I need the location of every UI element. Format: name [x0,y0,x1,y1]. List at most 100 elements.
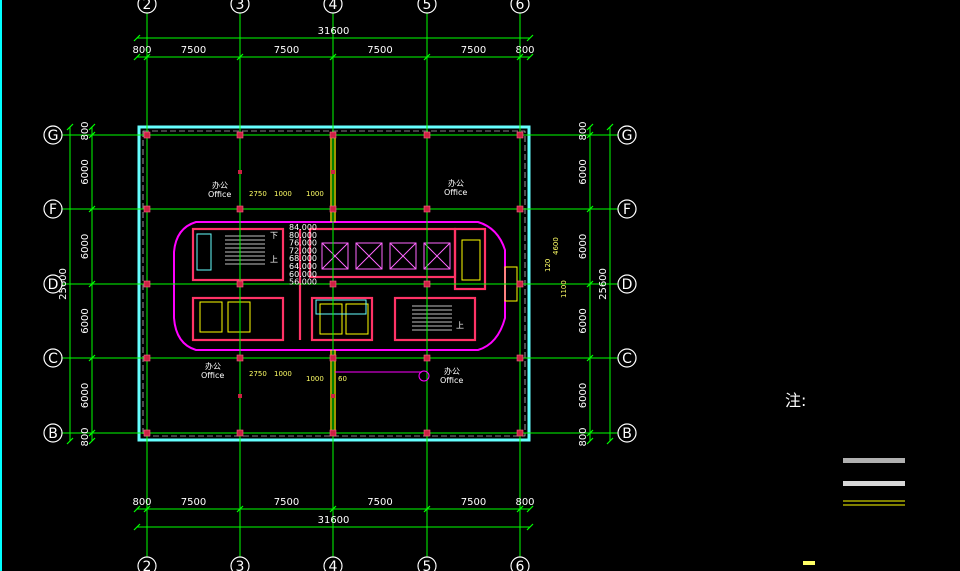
stair-treads [225,235,452,331]
legend [843,458,905,506]
grid-bubble-bottom-5-label: 5 [423,559,432,571]
core-level-4: 68.000 [289,254,317,263]
grid-bubble-left-F-circle [43,199,63,219]
dim-f: 1100 [560,280,568,298]
core-outline [173,221,506,351]
right-small-dimensions: 4600 1100 120 [544,237,568,298]
dim-a-top: 2750 [249,190,267,198]
grid-bubble-right-C-label: C [622,351,632,367]
core-fixtures [199,239,518,335]
structural-column [236,205,244,213]
structural-column [516,429,524,437]
grid-bubble-bottom-2-circle [137,556,157,571]
grid-bubble-right-D-label: D [622,277,633,293]
bottom-tick [236,505,244,513]
structural-column [329,354,337,362]
top-span-3: 7500 [367,45,392,56]
core-cyan-rooms [196,233,367,315]
structural-column [238,170,242,174]
left-tick [88,131,96,139]
right-total-tick [606,437,614,445]
grid-bubble-left-D-label: D [48,277,59,293]
core-level-5: 64.000 [289,262,317,271]
office-label-nw-en: Office [208,190,231,199]
left-span-5: 800 [80,427,91,446]
right-span-0: 800 [578,121,589,140]
core-level-0: 84.000 [289,223,317,232]
grid-bubble-left-C-label: C [48,351,58,367]
top-span-2: 7500 [274,45,299,56]
grid-bubble-bottom-4-label: 4 [329,559,338,571]
top-tick [526,53,534,61]
grid-bubble-left-D-circle [43,274,63,294]
grid-bubble-top-2-circle [137,0,157,14]
structural-column [143,131,151,139]
grid-bubble-top-2-label: 2 [143,0,152,13]
bottom-tick [516,505,524,513]
grid-bubble-right-D-circle [617,274,637,294]
grid-bubble-top-4-circle [323,0,343,14]
grid-bubble-left-F-label: F [49,202,57,218]
grid-bubble-top-5-label: 5 [423,0,432,13]
structural-column [423,280,431,288]
structural-column [331,394,335,398]
left-span-3: 6000 [80,308,91,333]
bottom-total-tick [526,523,534,531]
structural-column [236,354,244,362]
dim-d-bottom: 60 [338,375,347,383]
grid-bubble-left-B-label: B [48,426,58,442]
legend-line-1 [843,458,905,463]
bottom-span-1: 7500 [181,497,206,508]
right-tick [586,280,594,288]
grid-bubble-top-4-label: 4 [329,0,338,13]
core-level-1: 80.000 [289,231,317,240]
left-tick [88,280,96,288]
grid-bubble-top-5-circle [417,0,437,14]
grid-bubble-bottom-4-circle [323,556,343,571]
right-tick [586,123,594,131]
left-tick [88,437,96,445]
office-label-se-cn: 办公 [444,366,460,376]
office-label-ne-en: Office [444,188,467,197]
structural-column [516,131,524,139]
right-span-4: 6000 [578,383,589,408]
structural-column [329,429,337,437]
left-tick [88,123,96,131]
top-total-tick [526,34,534,42]
core-level-3: 72.000 [289,246,317,255]
structural-column [236,131,244,139]
left-tick [88,205,96,213]
left-tick [88,429,96,437]
structural-column [516,354,524,362]
stair-up-label-2: 上 [456,321,464,330]
office-label-sw-en: Office [201,371,224,380]
bottom-span-2: 7500 [274,497,299,508]
grid-bubble-right-F-label: F [623,202,631,218]
bottom-tick [329,505,337,513]
grid-bubble-right-B-circle [617,423,637,443]
right-total: 25600 [598,268,609,300]
structural-column [331,170,335,174]
elevator-cars [321,242,451,270]
grid-bubble-left-G-label: G [48,128,59,144]
right-total-tick [606,123,614,131]
small-dimensions: 2750 1000 1000 2750 1000 1000 60 [249,190,347,383]
dim-e: 4600 [552,237,560,255]
top-span-0: 800 [132,45,151,56]
cursor-marker [803,561,815,565]
top-span-1: 7500 [181,45,206,56]
office-label-ne-cn: 办公 [448,178,464,188]
bottom-tick [133,505,141,513]
grid-bubble-bottom-3-circle [230,556,250,571]
core-level-2: 76.000 [289,239,317,248]
right-span-3: 6000 [578,308,589,333]
dim-b-bottom: 1000 [274,370,292,378]
structural-column [329,131,337,139]
bottom-total-tick [133,523,141,531]
structural-column [423,429,431,437]
right-tick [586,429,594,437]
right-span-1: 6000 [578,159,589,184]
structural-column [329,280,337,288]
